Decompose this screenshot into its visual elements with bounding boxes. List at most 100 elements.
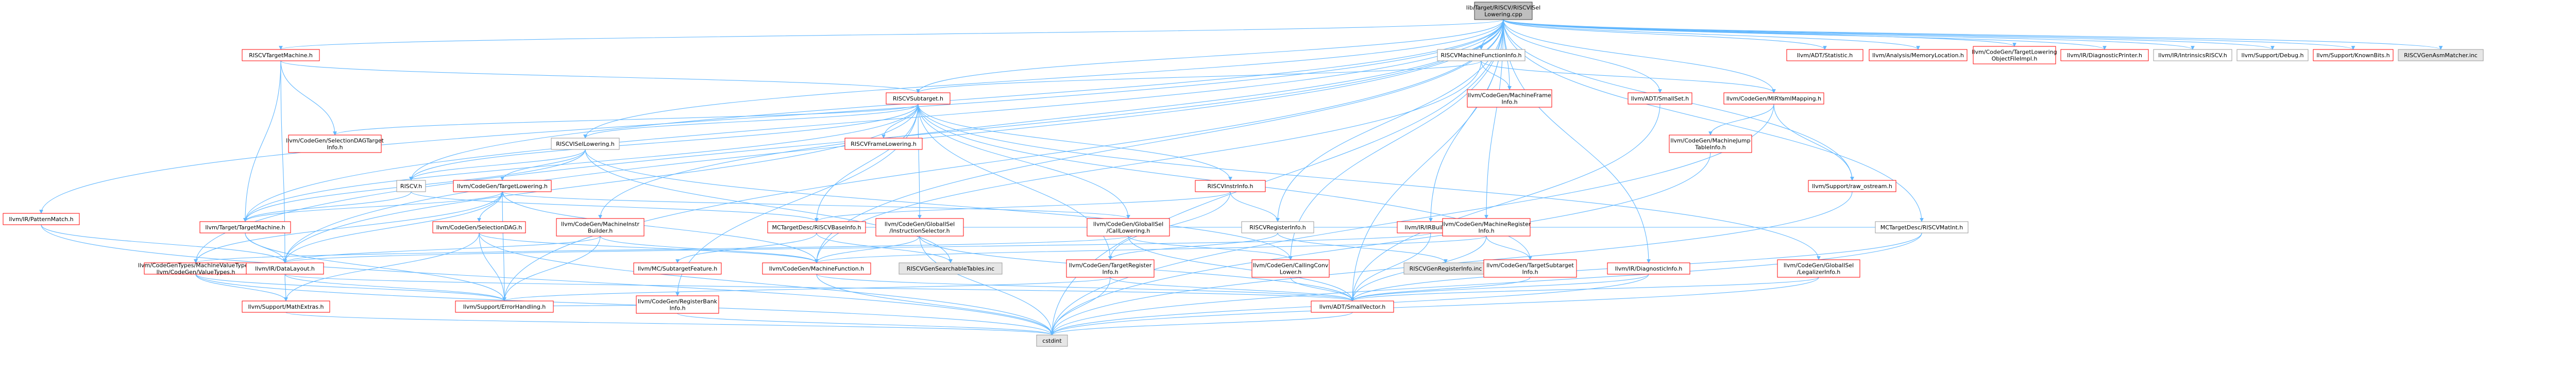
node-label: llvm/ADT/SmallSet.h (1631, 95, 1689, 102)
edge-root-to-superr (502, 19, 1504, 301)
edge-root-to-riscvisel (583, 19, 1504, 139)
edge-riscvsub-to-cggisel_cl (918, 104, 1130, 219)
node-cggisel_cl[interactable]: llvm/CodeGen/GlobalISel/CallLowering.h (1087, 218, 1170, 237)
node-mctdmatint[interactable]: MCTargetDesc/RISCVMatInt.h (1875, 221, 1969, 233)
node-asmmatch[interactable]: RISCVGenAsmMatcher.inc (2398, 49, 2484, 61)
node-label: llvm/ADT/SmallVector.h (1319, 304, 1386, 310)
node-genreginfo[interactable]: RISCVGenRegisterInfo.inc (1403, 262, 1488, 275)
node-label: llvm/CodeGen/MachineRegister (1442, 221, 1531, 228)
node-cstdint[interactable]: cstdint (1036, 334, 1068, 347)
edge-tgttm-to-superr (245, 232, 506, 301)
node-box (2060, 49, 2149, 61)
node-label: Info.h (669, 305, 685, 312)
node-riscvreg[interactable]: RISCVRegisterInfo.h (1241, 221, 1314, 233)
edge-riscvinstr-to-riscvreg (1230, 191, 1280, 222)
node-irpattern[interactable]: llvm/IR/PatternMatch.h (3, 213, 80, 225)
node-box (886, 92, 951, 105)
node-cgtl[interactable]: llvm/CodeGen/TargetLowering.h (453, 180, 552, 192)
edge-irdatalayout-to-superr (284, 274, 506, 301)
node-label: /InstructionSelector.h (889, 228, 950, 234)
node-irdiaginfo[interactable]: llvm/IR/DiagnosticInfo.h (1607, 262, 1690, 275)
node-irdiagp[interactable]: llvm/IR/DiagnosticPrinter.h (2060, 49, 2149, 61)
node-riscvinstr[interactable]: RISCVInstrInfo.h (1195, 180, 1266, 192)
edge-irpattern-to-irdatalayout (41, 224, 287, 263)
edge-adtsmallset-to-adtsv (1350, 104, 1660, 301)
node-tgttm[interactable]: llvm/Target/TargetMachine.h (199, 221, 291, 233)
node-cgmir[interactable]: llvm/CodeGen/MIRYamlMapping.h (1723, 92, 1824, 105)
node-box (2153, 49, 2232, 61)
node-cgsdag[interactable]: llvm/CodeGen/SelectionDAG.h (432, 221, 526, 233)
edges (39, 19, 2443, 336)
edge-riscvmfi-to-riscvsub (916, 60, 1482, 93)
node-label: llvm/CodeGen/MachineFrame (1468, 92, 1551, 99)
node-mcsubf[interactable]: llvm/MC/SubtargetFeature.h (633, 262, 722, 275)
node-label: llvm/CodeGenTypes/MachineValueType.h (138, 262, 253, 269)
node-box (633, 262, 722, 275)
node-label: llvm/CodeGen/MachineInstr (561, 221, 639, 228)
node-box (199, 221, 291, 233)
edge-cgmri-to-cgmf (815, 236, 1487, 263)
node-riscvframe[interactable]: RISCVFrameLowering.h (844, 138, 923, 150)
edge-root-to-adtsv (1350, 19, 1504, 301)
node-riscvsub[interactable]: RISCVSubtarget.h (886, 92, 951, 105)
node-adtstat[interactable]: llvm/ADT/Statistic.h (1786, 49, 1863, 61)
node-label: llvm/CodeGen/TargetLowering.h (457, 183, 548, 190)
edge-root-to-riscvtm (279, 19, 1504, 50)
edge-root-to-mctdmatint (1503, 19, 1924, 222)
node-riscvtm[interactable]: RISCVTargetMachine.h (242, 49, 320, 61)
node-cgvaltypes[interactable]: llvm/CodeGenTypes/MachineValueType.hllvm… (138, 262, 253, 276)
node-riscvh[interactable]: RISCV.h (396, 180, 426, 192)
node-supdebug[interactable]: llvm/Support/Debug.h (2236, 49, 2309, 61)
node-adtsv[interactable]: llvm/ADT/SmallVector.h (1311, 300, 1394, 313)
nodes: lib/Target/RISCV/RISCVISelLowering.cppRI… (3, 2, 2484, 347)
node-anamemloc[interactable]: llvm/Analysis/MemoryLocation.h (1869, 49, 1968, 61)
node-irintr[interactable]: llvm/IR/IntrinsicsRISCV.h (2153, 49, 2232, 61)
edge-cggisel_cl-to-cgccl (1128, 236, 1293, 260)
node-riscvisel[interactable]: RISCVISelLowering.h (551, 138, 620, 150)
edge-cgmri-to-cgtsi (1486, 236, 1532, 260)
node-label: llvm/CodeGen/RegisterBank (638, 298, 718, 305)
node-searchtables[interactable]: RISCVGenSearchableTables.inc (899, 262, 1003, 275)
node-box (1607, 262, 1690, 275)
node-label: llvm/CodeGen/MachineFunction.h (769, 265, 865, 272)
node-riscvmfi[interactable]: RISCVMachineFunctionInfo.h (1437, 49, 1526, 61)
node-box (453, 180, 552, 192)
node-box (242, 49, 320, 61)
node-root[interactable]: lib/Target/RISCV/RISCVISelLowering.cpp (1466, 2, 1540, 20)
node-superr[interactable]: llvm/Support/ErrorHandling.h (455, 300, 554, 313)
node-cggisel_is[interactable]: llvm/CodeGen/GlobalISel/InstructionSelec… (875, 218, 964, 237)
edge-cgmjti-to-cstdint (1050, 152, 1711, 336)
node-label: llvm/Analysis/MemoryLocation.h (1872, 52, 1964, 59)
node-label: llvm/MC/SubtargetFeature.h (638, 265, 717, 272)
node-supmath[interactable]: llvm/Support/MathExtras.h (242, 300, 330, 313)
edge-root-to-cgmf (815, 19, 1504, 263)
node-cggisel_li[interactable]: llvm/CodeGen/GlobalISel/LegalizerInfo.h (1777, 259, 1860, 278)
edge-cgtri-to-adtsv (1110, 277, 1354, 301)
edge-cgmir-to-suprawos (1773, 104, 1854, 181)
node-box (1777, 259, 1860, 278)
node-cgmf[interactable]: llvm/CodeGen/MachineFunction.h (762, 262, 871, 275)
edge-riscvsub-to-riscvh (409, 104, 919, 181)
node-suprawos[interactable]: llvm/Support/raw_ostream.h (1808, 180, 1896, 192)
node-adtsmallset[interactable]: llvm/ADT/SmallSet.h (1628, 92, 1692, 105)
edge-riscvsub-to-cgsdagti (333, 104, 919, 136)
node-mctdbase[interactable]: MCTargetDesc/RISCVBaseInfo.h (767, 221, 866, 233)
edge-root-to-irintr (1503, 19, 2195, 50)
node-irdatalayout[interactable]: llvm/IR/DataLayout.h (246, 262, 324, 275)
node-box (875, 218, 964, 237)
node-box (1483, 259, 1577, 278)
edge-cgtl-to-superr (502, 191, 506, 301)
node-cgtlof[interactable]: llvm/CodeGen/TargetLoweringObjectFileImp… (1972, 46, 2057, 64)
edge-root-to-supdebug (1503, 19, 2275, 50)
edge-root-to-riscvsub (916, 19, 1504, 93)
node-supknown[interactable]: llvm/Support/KnownBits.h (2313, 49, 2394, 61)
